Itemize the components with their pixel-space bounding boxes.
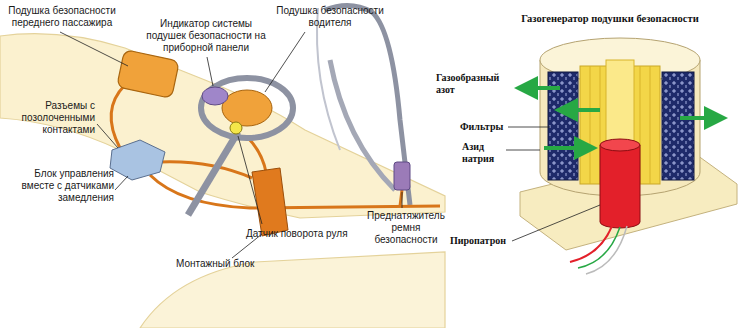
wire [570, 226, 612, 262]
filter [662, 72, 694, 180]
leader-line [402, 192, 403, 208]
squib-label: Пиропатрон [450, 235, 512, 247]
mounting-block-label: Монтажный блок [176, 258, 266, 270]
wire [160, 162, 252, 178]
leader-line [265, 32, 305, 92]
leader-line [238, 136, 262, 224]
leader-line [207, 57, 213, 86]
seat-outline [317, 8, 340, 150]
wire [248, 138, 266, 172]
seatbelt [325, 5, 410, 205]
mounting-block [252, 168, 288, 236]
sensor-label: Датчик поворота руля [246, 228, 364, 240]
passenger-airbag [117, 50, 180, 99]
indicator [202, 87, 228, 105]
connector-label: Разъемы с позолоченными контактами [4, 100, 95, 136]
steering-wheel [201, 78, 293, 138]
seatbelt-lap [330, 60, 395, 190]
steering-column [188, 132, 238, 215]
indicator-label: Индикатор системы подушек безопасности н… [145, 18, 267, 54]
leader-line [508, 127, 550, 128]
gas-arrow [526, 86, 560, 90]
leader-line [60, 32, 128, 66]
gas-label: Газообразный азот [436, 72, 516, 96]
driver-airbag [222, 90, 272, 126]
leader-line [506, 150, 540, 151]
gas-arrow [680, 116, 716, 120]
control-unit-label: Блок управления вместе с датчиками замед… [4, 168, 114, 204]
heading: Газогенератор подушки безопасности [478, 12, 742, 25]
squib [600, 145, 640, 228]
azide-label: Азид натрия [462, 141, 504, 165]
dashboard [0, 34, 445, 218]
wire [586, 226, 627, 274]
gas-arrow [566, 108, 600, 112]
wire [111, 85, 125, 148]
control-unit [110, 140, 165, 180]
pretensioner [394, 162, 410, 190]
squib-top [600, 139, 640, 151]
filter-label: Фильтры [460, 121, 508, 133]
leader-line [115, 176, 128, 190]
rotation-sensor [230, 122, 242, 134]
floor [140, 252, 445, 328]
leader-line [512, 205, 600, 241]
airbag-label: Подушка безопасности водителя [272, 5, 388, 29]
leader-line [97, 124, 118, 148]
gas-arrow [544, 146, 586, 150]
airbag-label: Подушка безопасности переднего пассажира [4, 5, 120, 29]
pretensioner-label: Преднатяжитель ремня безопасности [364, 210, 448, 246]
wire [578, 227, 620, 268]
